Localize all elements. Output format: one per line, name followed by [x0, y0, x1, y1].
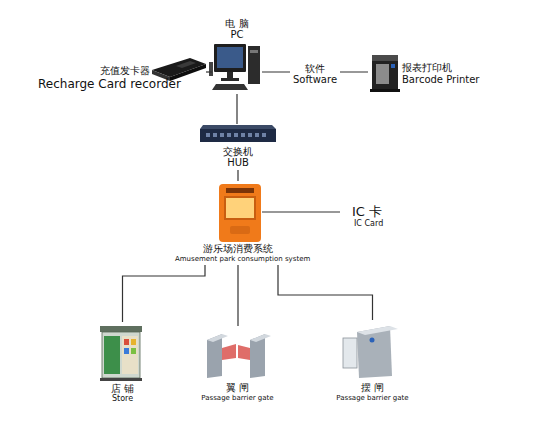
store-icon	[100, 326, 142, 381]
pc-node: 电 脑PC	[212, 16, 262, 94]
node-subtitle: Barcode Printer	[402, 74, 479, 85]
kiosk-poster	[104, 336, 120, 374]
monitor-screen	[217, 47, 243, 68]
hub-port	[234, 133, 238, 137]
hub-icon	[200, 125, 276, 142]
node-title: 翼 闸	[185, 382, 290, 393]
terminal-pad	[230, 226, 250, 234]
hub-port	[220, 133, 224, 137]
monitor-stand	[227, 72, 233, 78]
node-title: 游乐场消费系统	[175, 243, 301, 254]
hub-port	[255, 133, 259, 137]
kiosk-body	[102, 332, 140, 378]
monitor-base	[221, 78, 239, 81]
connector-line	[237, 170, 238, 181]
node-title: 店 铺	[95, 383, 150, 394]
printer-body	[372, 55, 398, 91]
leader-line	[262, 211, 340, 212]
swing-gate-node: 摆 闸 Passage barrier gate	[320, 320, 425, 406]
connector-line	[236, 94, 237, 124]
connector-line	[237, 265, 238, 326]
connector-line	[206, 71, 212, 72]
gate-top	[357, 326, 398, 335]
terminal-node: 游乐场消费系统 Amusement park consumption system	[175, 181, 301, 265]
pc-tower	[248, 46, 260, 84]
callout-label: IC 卡	[352, 205, 382, 219]
speaker	[209, 62, 213, 76]
printer-node: 报表打印机Barcode Printer	[368, 50, 480, 94]
kiosk-goods	[124, 348, 129, 354]
kiosk-window	[122, 336, 138, 374]
monitor-frame	[214, 44, 246, 72]
kiosk-roof	[100, 326, 142, 332]
node-title: 报表打印机	[402, 62, 452, 73]
connector-line	[123, 265, 206, 322]
terminal-body	[219, 184, 261, 242]
swing-gate-icon	[343, 326, 398, 378]
hub-port	[241, 133, 245, 137]
node-title: 电 脑	[212, 18, 262, 29]
wing-gate-node: 翼 闸 Passage barrier gate	[185, 326, 290, 406]
gate-wing	[238, 345, 250, 360]
kiosk-goods	[131, 339, 136, 345]
kiosk-goods	[124, 339, 129, 345]
hub-port	[213, 133, 217, 137]
hub-port	[248, 133, 252, 137]
terminal-screen	[226, 198, 254, 218]
callout-label: IC Card	[354, 220, 383, 229]
hub-body	[200, 129, 276, 142]
gate-top	[250, 334, 271, 342]
node-subtitle: Recharge Card recorder	[38, 78, 181, 91]
hub-node: 交换机HUB	[198, 124, 278, 170]
printer-base	[370, 89, 400, 92]
drive-bay	[250, 50, 258, 53]
node-subtitle: Passage barrier gate	[185, 395, 290, 403]
hub-ports	[206, 133, 266, 137]
hub-port	[227, 133, 231, 137]
kiosk-goods	[131, 348, 136, 354]
node-subtitle: Amusement park consumption system	[175, 256, 301, 264]
node-subtitle: Passage barrier gate	[320, 395, 425, 403]
gate-top	[207, 334, 228, 342]
node-title: 交换机	[198, 146, 278, 157]
reader-slot	[176, 61, 196, 68]
node-subtitle: PC	[212, 29, 262, 40]
node-title: 摆 闸	[320, 382, 425, 393]
gate-indicator	[370, 338, 375, 343]
printer-front	[376, 64, 389, 84]
connector-line	[278, 265, 373, 320]
pc-icon	[209, 44, 260, 90]
hub-port	[206, 133, 210, 137]
node-title: 充值发卡器	[100, 65, 150, 76]
terminal-header	[226, 188, 254, 193]
node-subtitle: HUB	[198, 157, 278, 168]
kiosk-base	[100, 378, 142, 381]
node-subtitle: Store	[95, 395, 150, 404]
swing-arm	[343, 338, 357, 368]
store-node: 店 铺Store	[95, 322, 150, 406]
printer-icon	[370, 55, 400, 92]
keyboard	[212, 84, 248, 90]
hub-port	[262, 133, 266, 137]
gate-wing	[222, 344, 236, 360]
wing-gate-icon	[207, 334, 271, 378]
terminal-bezel	[224, 196, 256, 220]
card-recorder-node: 充值发卡器 Recharge Card recorder	[36, 55, 206, 93]
terminal-icon	[219, 184, 261, 242]
printer-top	[372, 55, 398, 61]
edge-label: 软件 Software	[290, 63, 340, 86]
hub-top	[200, 125, 276, 129]
printer-button	[391, 64, 395, 68]
